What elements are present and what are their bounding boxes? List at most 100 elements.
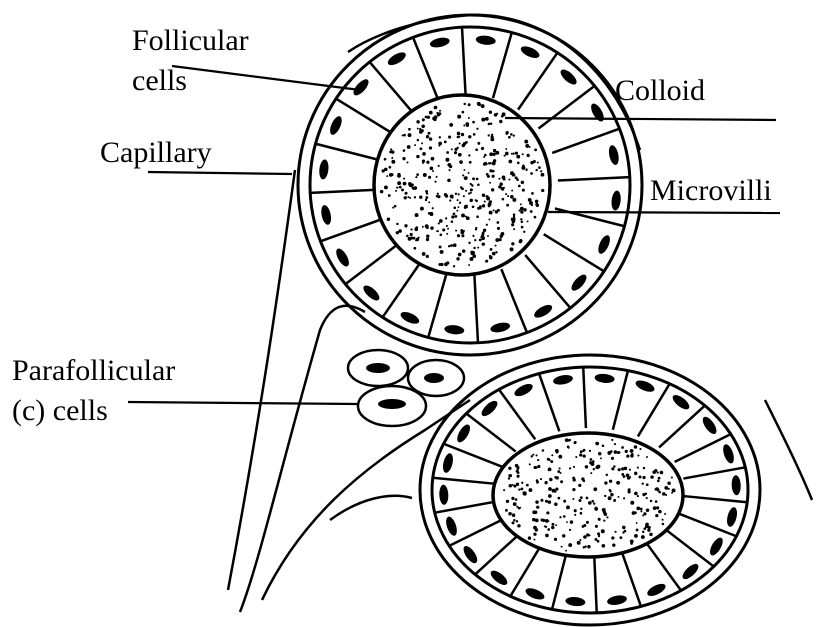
colloid-dot xyxy=(498,178,500,180)
parafollicular-cell-nucleus xyxy=(378,399,406,409)
colloid-dot xyxy=(459,143,461,145)
colloid-dot xyxy=(552,523,555,526)
colloid-dot xyxy=(446,151,449,154)
upper-colloid xyxy=(374,95,550,275)
cell-wall xyxy=(685,496,748,502)
colloid-dot xyxy=(656,506,659,509)
cell-nucleus xyxy=(320,204,333,225)
left-capillary-wall xyxy=(228,170,295,590)
colloid-dot xyxy=(658,510,662,514)
cell-nucleus xyxy=(731,475,741,495)
colloid-dot xyxy=(604,512,608,516)
colloid-dot xyxy=(468,103,471,106)
colloid-dot xyxy=(557,470,560,473)
cell-nucleus xyxy=(399,310,421,326)
colloid-dot xyxy=(440,263,443,266)
colloid-dot xyxy=(621,467,624,470)
colloid-dot xyxy=(593,468,595,470)
colloid-dot xyxy=(555,487,558,490)
cell-wall xyxy=(316,144,386,162)
colloid-dot xyxy=(634,534,638,538)
colloid-dot xyxy=(410,233,413,236)
lower-capillary-wall xyxy=(330,496,412,520)
colloid-dot xyxy=(601,529,605,533)
colloid-dot xyxy=(535,454,537,456)
lower-colloid xyxy=(493,433,683,557)
colloid-dot xyxy=(446,225,448,227)
colloid-dot xyxy=(481,104,485,108)
colloid-dot xyxy=(408,237,412,241)
colloid-dot xyxy=(577,541,581,545)
colloid-dot xyxy=(578,484,581,487)
colloid-dot xyxy=(589,461,592,464)
colloid-dot xyxy=(517,475,520,478)
colloid-dot xyxy=(536,204,539,207)
colloid-dot xyxy=(410,228,412,230)
parafollicular-cells-label-line1: Parafollicular xyxy=(12,354,175,387)
colloid-dot xyxy=(465,215,467,217)
colloid-dot xyxy=(621,473,624,476)
colloid-dot xyxy=(492,175,495,178)
colloid-dot xyxy=(458,253,462,257)
right-connective-tissue xyxy=(765,400,812,500)
colloid-dot xyxy=(488,162,490,164)
cell-wall xyxy=(336,99,396,136)
colloid-dot xyxy=(506,204,509,207)
colloid-dot xyxy=(523,231,525,233)
colloid-dot xyxy=(511,223,514,226)
colloid-dot xyxy=(456,210,458,212)
colloid-dot xyxy=(448,169,450,171)
colloid-dot xyxy=(613,499,616,502)
colloid-dot xyxy=(630,449,634,453)
colloid-dot xyxy=(432,170,434,172)
colloid-dot xyxy=(580,450,583,453)
colloid-dot xyxy=(606,516,608,518)
colloid-dot xyxy=(500,182,503,185)
colloid-dot xyxy=(609,480,612,483)
colloid-dot xyxy=(458,193,460,195)
colloid-dot xyxy=(563,500,566,503)
colloid-dot xyxy=(540,170,542,172)
colloid-dot xyxy=(397,181,401,185)
colloid-dot xyxy=(655,514,658,517)
colloid-dot xyxy=(593,487,597,491)
colloid-dot xyxy=(416,173,419,176)
cell-wall xyxy=(544,234,604,271)
cell-nucleus xyxy=(334,247,352,269)
cell-wall xyxy=(675,434,731,462)
colloid-dot xyxy=(408,133,412,137)
colloid-dot xyxy=(495,251,497,253)
cell-nucleus xyxy=(455,423,473,445)
colloid-dot xyxy=(555,524,557,526)
colloid-dot xyxy=(422,159,425,162)
colloid-dot xyxy=(493,209,495,211)
colloid-dot xyxy=(640,510,642,512)
colloid-dot xyxy=(520,218,522,220)
colloid-dot xyxy=(444,262,448,266)
cell-wall xyxy=(552,550,567,609)
colloid-dot xyxy=(453,265,455,267)
colloid-dot xyxy=(422,118,425,121)
colloid-dot xyxy=(488,134,490,136)
colloid-dot xyxy=(664,486,668,490)
colloid-dot xyxy=(475,199,477,201)
colloid-dot xyxy=(463,169,465,171)
colloid-dot xyxy=(530,172,533,175)
cell-nucleus xyxy=(607,144,620,165)
colloid-dot xyxy=(522,189,525,192)
colloid-dot xyxy=(643,467,645,469)
colloid-dot xyxy=(614,450,618,454)
colloid-dot xyxy=(585,465,588,468)
colloid-dot xyxy=(529,201,533,205)
colloid-dot xyxy=(405,192,408,195)
colloid-dot xyxy=(598,518,601,521)
colloid-dot xyxy=(638,475,641,478)
colloid-dot xyxy=(508,178,510,180)
colloid-dot xyxy=(461,234,464,237)
cell-nucleus xyxy=(589,102,607,124)
colloid-dot xyxy=(472,177,475,180)
colloid-dot xyxy=(647,529,650,532)
colloid-dot xyxy=(588,534,590,536)
colloid-dot xyxy=(409,197,411,199)
colloid-dot xyxy=(573,478,576,481)
